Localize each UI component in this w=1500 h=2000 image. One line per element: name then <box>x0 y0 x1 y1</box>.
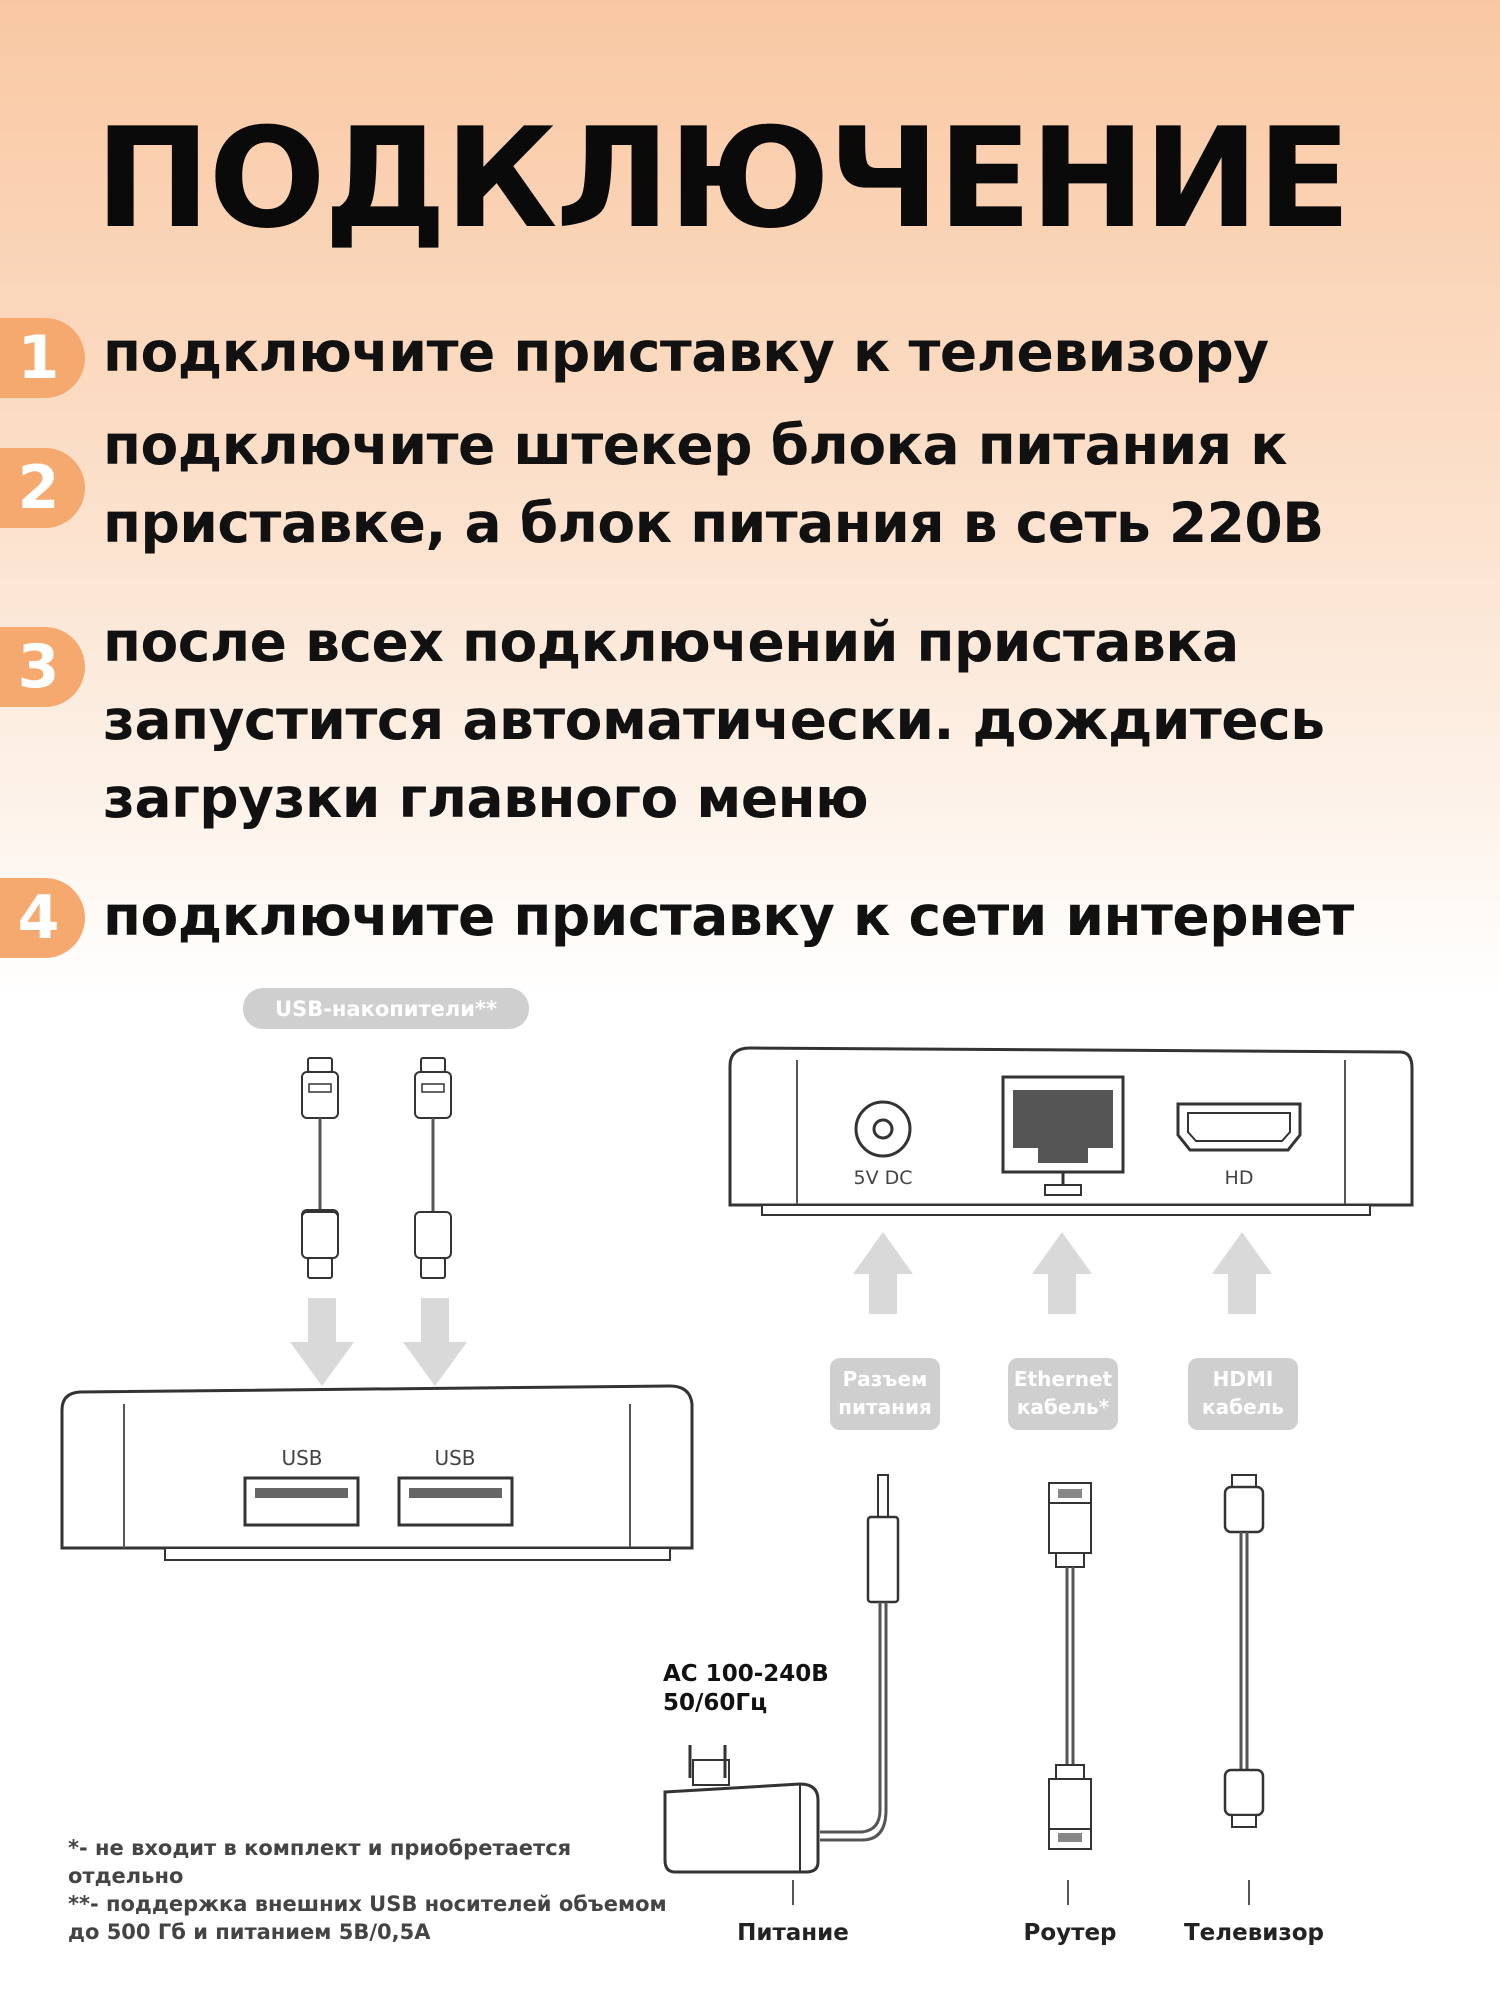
usb-cable-right <box>414 1057 452 1279</box>
footnote-1: *- не входит в комплект и приобретается … <box>68 1836 572 1888</box>
up-arrow-icon <box>1032 1232 1092 1314</box>
usb-drives-pill: USB-накопители** <box>243 988 529 1029</box>
destination-label: Питание <box>737 1920 849 1946</box>
usb-drives-label: USB-накопители** <box>275 997 497 1021</box>
page-title: ПОДКЛЮЧЕНИЕ <box>95 98 1351 259</box>
down-arrow-icon <box>403 1298 467 1386</box>
up-arrow-icon <box>1212 1232 1272 1314</box>
hdmi-port-label: HD <box>1225 1167 1254 1189</box>
tv-box-back: 5V DC HD <box>728 1046 1414 1216</box>
destination-label: Роутер <box>1023 1920 1116 1946</box>
up-arrow-icon <box>853 1232 913 1314</box>
power-adapter-cable <box>663 1474 900 1874</box>
down-arrow-icon <box>290 1298 354 1386</box>
hdmi-port <box>1176 1102 1302 1152</box>
step-number-badge: 2 <box>0 448 85 528</box>
footnote-2: **- поддержка внешних USB носителей объе… <box>68 1892 667 1944</box>
ac-spec-line: 50/60Гц <box>663 1690 768 1716</box>
step-number-badge: 4 <box>0 878 85 958</box>
dc-port-label: 5V DC <box>853 1167 912 1189</box>
tv-box-front: USB USB <box>60 1384 694 1561</box>
pill-line: питания <box>838 1395 932 1419</box>
step-text: подключите приставку к телевизору <box>103 320 1269 384</box>
pill-line: кабель <box>1202 1395 1284 1419</box>
usb-port-label: USB <box>434 1446 475 1470</box>
usb-cable-left <box>301 1057 339 1279</box>
step-text: подключите приставку к сети интернет <box>103 884 1354 948</box>
usb-port-label: USB <box>281 1446 322 1470</box>
ac-spec: AC 100-240В 50/60Гц <box>663 1660 829 1718</box>
power-connector-pill: Разъем питания <box>830 1358 940 1430</box>
step-number-badge: 3 <box>0 627 85 707</box>
pill-line: HDMI <box>1213 1367 1274 1391</box>
power-plug-icon <box>663 1782 820 1874</box>
step-text: подключите штекер блока питания к приста… <box>103 413 1324 555</box>
ethernet-cable-pill: Ethernet кабель* <box>1008 1358 1118 1430</box>
pill-line: Разъем <box>843 1367 928 1391</box>
step-number-badge: 1 <box>0 318 85 398</box>
usb-port <box>243 1476 360 1527</box>
pill-line: Ethernet <box>1014 1367 1113 1391</box>
destination-label: Телевизор <box>1184 1920 1324 1946</box>
usb-port <box>397 1476 514 1527</box>
ac-spec-line: AC 100-240В <box>663 1661 829 1687</box>
ethernet-cable <box>1048 1482 1092 1850</box>
hdmi-cable-pill: HDMI кабель <box>1188 1358 1298 1430</box>
hdmi-cable <box>1223 1474 1265 1828</box>
step-text: после всех подключений приставка запусти… <box>103 610 1325 830</box>
pill-line: кабель* <box>1017 1395 1110 1419</box>
